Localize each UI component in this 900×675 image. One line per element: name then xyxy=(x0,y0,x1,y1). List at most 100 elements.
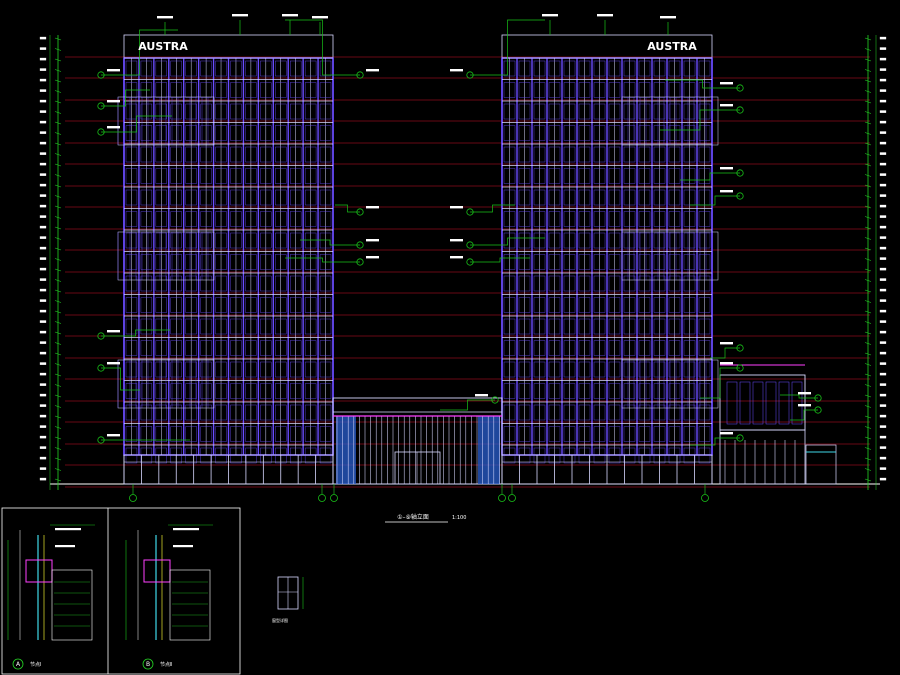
dimension-tick xyxy=(54,457,62,461)
dimension-tick xyxy=(864,37,872,41)
window-pane xyxy=(170,82,182,98)
dimension-value-mark xyxy=(39,393,47,397)
dimension-value-mark xyxy=(39,99,47,103)
window-pane xyxy=(503,318,516,335)
window-pane xyxy=(503,254,516,270)
window-pane xyxy=(653,168,666,184)
window-pane xyxy=(698,340,711,356)
window-pane xyxy=(319,168,332,184)
window-pane xyxy=(548,275,561,292)
dimension-tick xyxy=(864,394,872,398)
window-pane xyxy=(215,426,227,442)
window-pane xyxy=(245,297,257,313)
window-pane xyxy=(155,275,167,292)
window-pane xyxy=(563,168,576,184)
annex-window xyxy=(739,381,751,425)
callout-note-mark xyxy=(720,342,733,345)
window-pane xyxy=(140,254,153,270)
window-pane xyxy=(319,189,332,206)
dimension-chains xyxy=(39,35,887,490)
dimension-value-mark xyxy=(879,204,887,208)
window-pane xyxy=(608,189,621,206)
elevation-scale: 1:100 xyxy=(452,515,466,521)
window-pane xyxy=(230,60,242,77)
window-pane xyxy=(593,189,606,206)
dimension-value-mark xyxy=(879,183,887,187)
window-pane xyxy=(533,82,546,98)
callout-leader xyxy=(440,399,495,411)
dimension-tick xyxy=(864,48,872,51)
window-pane xyxy=(275,426,287,442)
dimension-value-mark xyxy=(879,320,887,323)
window-pane xyxy=(245,275,257,292)
window-pane xyxy=(503,232,516,249)
window-pane xyxy=(668,103,681,120)
window-pane xyxy=(125,254,138,270)
window-pane xyxy=(518,125,531,141)
dimension-value-mark xyxy=(39,110,47,113)
window-pane xyxy=(578,447,591,464)
callout-note-mark xyxy=(107,100,120,103)
window-pane xyxy=(683,275,696,292)
window-pane xyxy=(593,426,606,442)
dimension-tick xyxy=(864,247,872,251)
window-pane xyxy=(503,426,516,442)
window-pane xyxy=(503,447,516,464)
window-pane xyxy=(304,189,317,206)
window-pane xyxy=(608,297,621,313)
dimension-value-mark xyxy=(39,309,47,313)
window-pane xyxy=(290,340,302,356)
window-pane xyxy=(653,361,666,378)
window-pane xyxy=(668,275,681,292)
dimension-tick xyxy=(864,478,872,482)
dimension-value-mark xyxy=(879,152,887,155)
window-pane xyxy=(200,383,212,399)
dimension-value-mark xyxy=(39,425,47,428)
dimension-tick xyxy=(864,79,872,83)
window-pane xyxy=(653,340,666,356)
window-pane xyxy=(578,361,591,378)
dimension-tick xyxy=(54,121,62,125)
dimension-value-mark xyxy=(879,425,887,428)
window-pane xyxy=(185,103,197,120)
dimension-tick xyxy=(864,300,872,303)
window-pane xyxy=(185,232,197,249)
dimension-tick xyxy=(864,226,872,230)
detail-bracket xyxy=(25,559,53,583)
window-pane xyxy=(140,189,153,206)
dimension-value-mark xyxy=(39,267,47,271)
dimension-tick xyxy=(864,258,872,261)
window-pane xyxy=(200,103,212,120)
window-pane xyxy=(125,404,138,421)
window-pane xyxy=(304,103,317,120)
window-pane xyxy=(290,404,302,421)
window-pane xyxy=(518,447,531,464)
window-pane xyxy=(578,125,591,141)
window-pane xyxy=(319,60,332,77)
window-pane xyxy=(245,318,257,335)
window-pane xyxy=(578,60,591,77)
window-pane xyxy=(260,426,272,442)
callout-leader xyxy=(101,29,178,76)
window-pane xyxy=(608,168,621,184)
dimension-value-mark xyxy=(39,78,47,82)
podium-outline xyxy=(332,397,503,485)
dimension-value-mark xyxy=(39,204,47,208)
callout-leader xyxy=(101,115,172,133)
dimension-tick xyxy=(864,142,872,146)
window-pane xyxy=(215,232,227,249)
window-pane xyxy=(200,168,212,184)
window-pane xyxy=(215,361,227,378)
window-pane xyxy=(653,211,666,227)
annex-window xyxy=(791,381,803,425)
window-pane xyxy=(518,383,531,399)
window-pane xyxy=(290,168,302,184)
dimension-tick xyxy=(54,58,62,62)
window-pane xyxy=(230,318,242,335)
window-pane xyxy=(260,254,272,270)
callout-note-mark xyxy=(450,69,463,72)
window-pane xyxy=(140,361,153,378)
dimension-value-mark xyxy=(879,477,887,481)
window-pane xyxy=(518,60,531,77)
window-pane xyxy=(638,146,651,163)
